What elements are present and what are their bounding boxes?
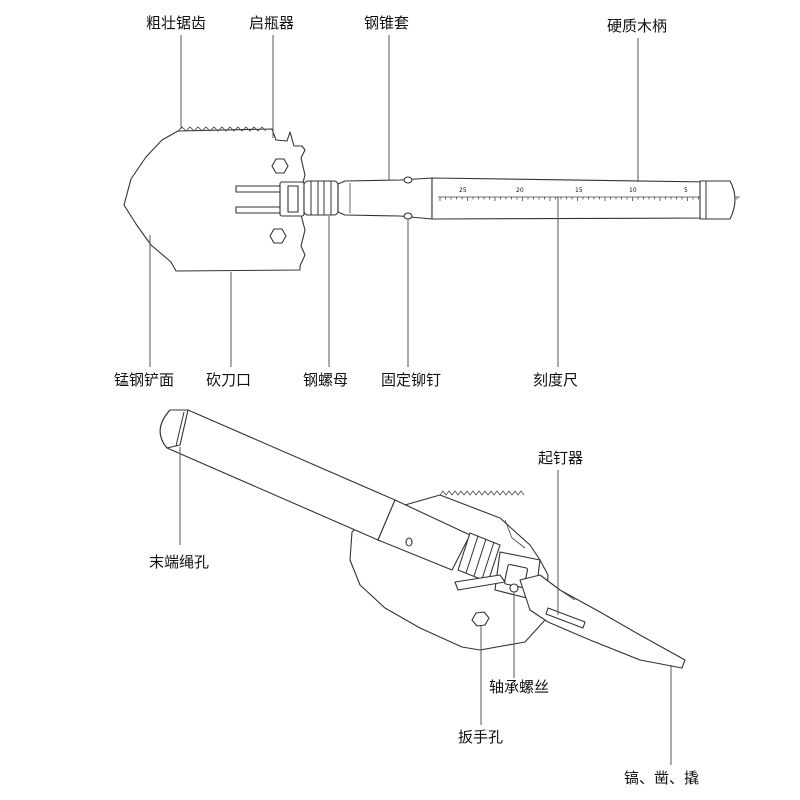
label-fixing-rivet: 固定铆钉 [381,371,441,389]
label-chopping-edge: 砍刀口 [206,371,251,389]
ruler-tick-label: 20 [516,187,524,194]
nail-puller-slot [545,607,586,629]
folded-handle [159,409,396,541]
label-bearing-screw: 轴承螺丝 [489,678,549,696]
folded-side-bracket [454,574,506,591]
labels-top: 粗壮锯齿 启瓶器 钢锥套 硬质木柄 锰钢铲面 砍刀口 钢螺母 固定铆钉 刻度尺 [114,14,667,389]
folded-rivet [405,537,413,547]
label-ruler: 刻度尺 [533,371,578,389]
label-serrated-edge: 粗壮锯齿 [146,14,206,32]
rivet-bottom [403,212,413,220]
label-steel-nut: 钢螺母 [303,371,348,389]
neck [337,177,433,220]
hinge-knuckle [287,185,299,213]
hex-hole-upper [271,158,289,174]
ruler-tick-label: 15 [575,187,583,194]
handle-end-cap [699,180,736,220]
rivet-top [403,176,413,184]
blade-outline [123,128,306,272]
ruler-tick-labels: 25 20 15 10 5 [459,187,688,194]
label-end-rope-hole: 末端绳孔 [149,553,209,571]
leader-lines-bottom [179,447,672,765]
label-hardwood-handle: 硬质木柄 [607,17,667,35]
labels-bottom: 起钉器 末端绳孔 轴承螺丝 扳手孔 镐、凿、撬 [149,449,699,787]
folded-blade-serration [439,490,525,496]
shovel-top-view: 25 20 15 10 5 [123,126,740,272]
ruler-minor-ticks [439,197,738,201]
ruler-tick-label: 25 [459,187,467,194]
hex-hole-lower [269,228,287,244]
steel-nut-body [303,180,339,216]
label-manganese-steel-blade: 锰钢铲面 [114,371,174,389]
ruler-tick-label: 10 [629,187,637,194]
shovel-folded-view [159,409,686,669]
leader-lines-top [149,35,639,367]
label-steel-cone-sleeve: 钢锥套 [364,14,409,32]
ruler-tick-label: 5 [684,187,688,194]
blade-serration [177,126,267,132]
handle [431,177,711,220]
pick-tip [519,574,686,669]
label-pick-chisel-pry: 镐、凿、撬 [624,769,699,787]
label-nail-puller: 起钉器 [538,449,583,467]
folded-handle-end-cap [159,409,189,449]
bearing-screw-head [509,583,519,593]
label-bottle-opener: 启瓶器 [249,14,294,32]
folded-neck [377,499,471,571]
folded-hex-hole [471,611,490,627]
label-wrench-hole: 扳手孔 [458,728,503,746]
